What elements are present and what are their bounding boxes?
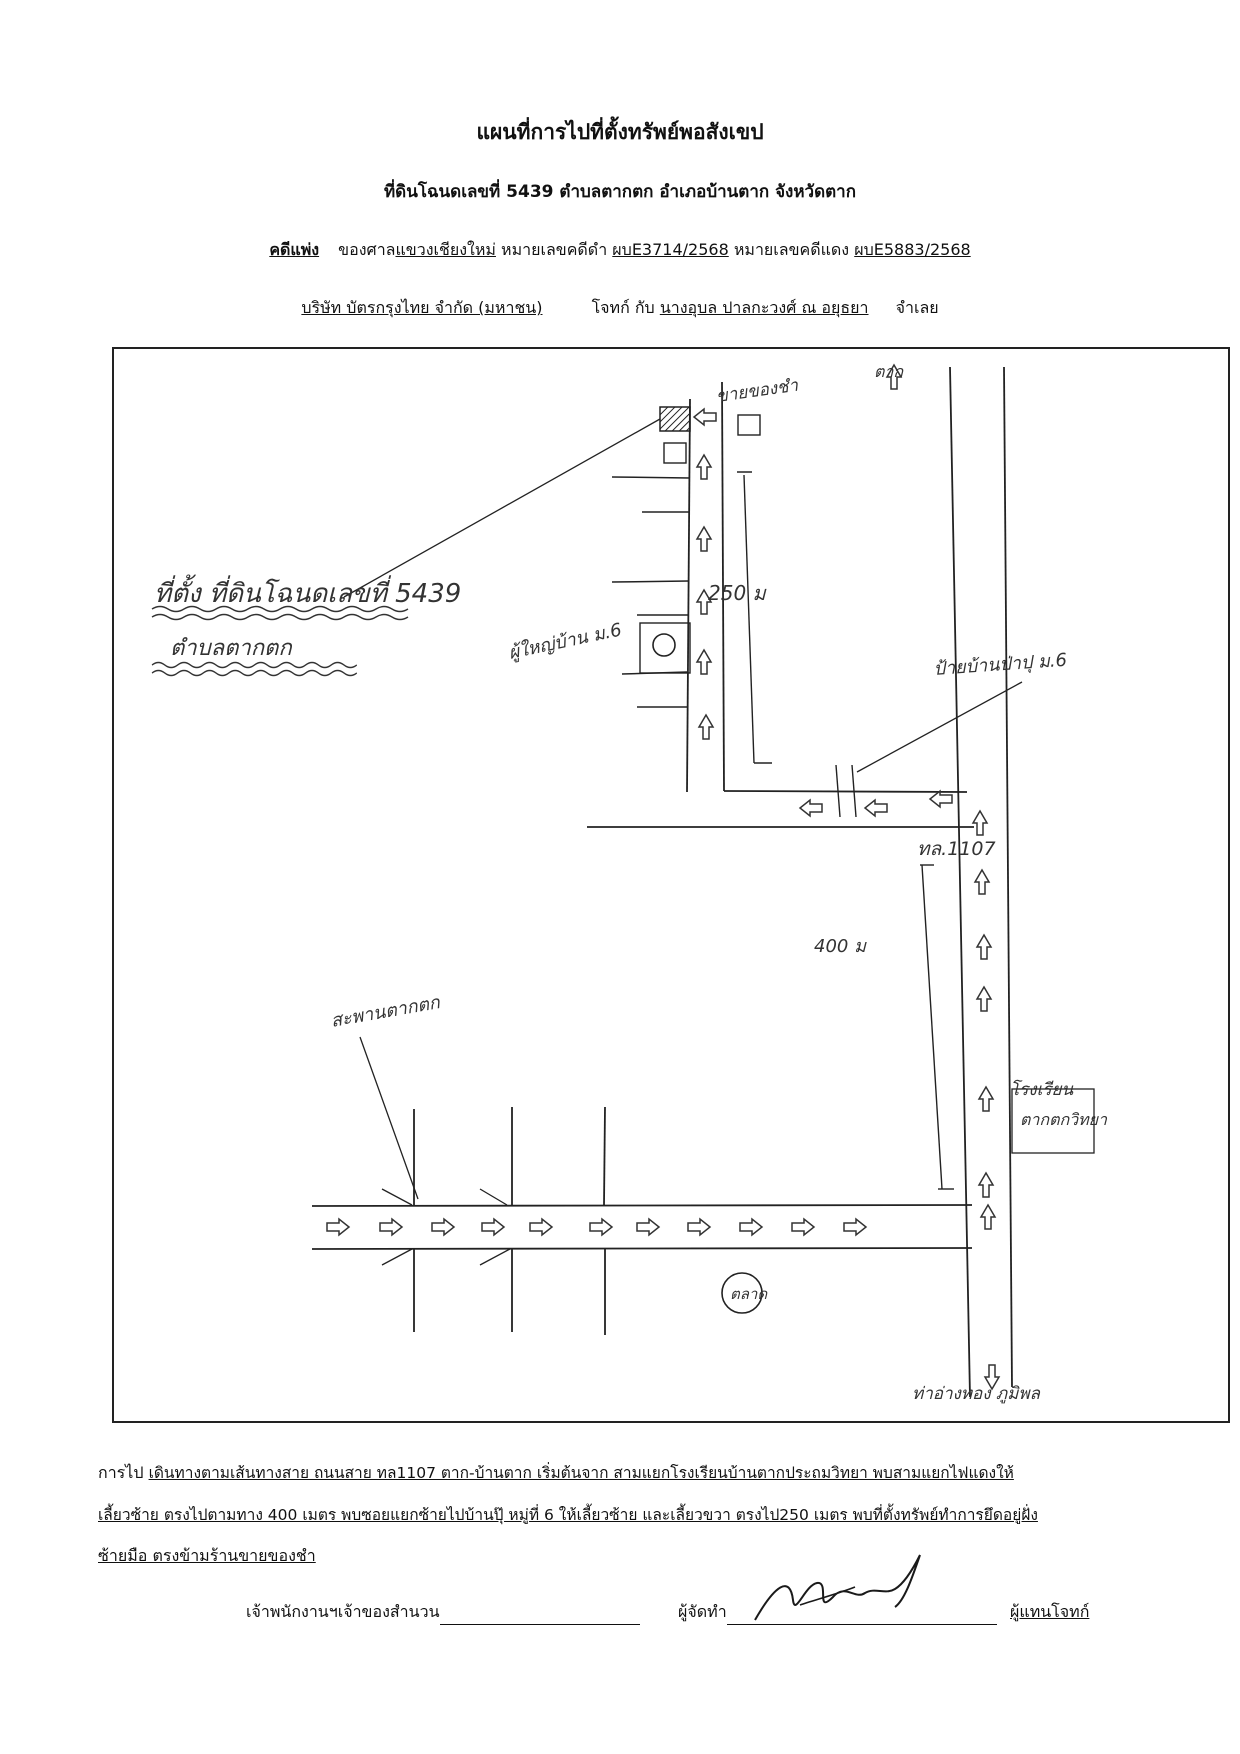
distance-400-label: 400 ม: [814, 936, 867, 957]
handwritten-signature: [754, 1554, 921, 1621]
parties-line: บริษัท บัตรกรุงไทย จำกัด (มหาชน) โจทก์ ก…: [0, 296, 1240, 321]
red-case-number: ผบE5883/2568: [854, 240, 971, 259]
headman-label: ผู้ใหญ่บ้าน ม.6: [506, 618, 623, 663]
market-label: ตลาด: [730, 1285, 768, 1303]
property-parcel: [659, 406, 691, 432]
distance-markers: [743, 474, 954, 1190]
lower-road: [311, 1106, 973, 1335]
black-case-label: หมายเลขคดีดำ: [501, 240, 608, 259]
plaintiff-label: โจทก์ กับ: [591, 298, 655, 317]
subdistrict-label: ตำบลตากตก: [170, 636, 293, 661]
defendant-label: จำเลย: [895, 298, 939, 317]
school-label-line1: โรงเรียน: [1010, 1079, 1073, 1100]
bridge-label: สะพานตากตก: [329, 992, 442, 1032]
headman-marker: [652, 633, 676, 657]
land-deed-subtitle: ที่ดินโฉนดเลขที่ 5439 ตำบลตากตก อำเภอบ้า…: [383, 182, 857, 202]
grocery-shop-square: [737, 414, 761, 436]
document-title: แผนที่การไปที่ตั้งทรัพย์พอสังเขป: [476, 120, 764, 144]
grocery-shop-label: ขายของชำ: [715, 376, 800, 407]
directions-line-3: ซ้ายมือ ตรงข้ามร้านขายของชำ: [98, 1546, 316, 1565]
headman-house: [639, 622, 691, 674]
court-prefix: ของศาล: [338, 240, 396, 259]
soi-road: [587, 381, 974, 828]
property-location-label: ที่ตั้ง ที่ดินโฉนดเลขที่ 5439: [154, 574, 461, 609]
village-sign-marks: [835, 764, 857, 818]
market-marker: [721, 1272, 763, 1314]
directions-label: การไป: [98, 1463, 144, 1482]
case-type: คดีแพ่ง: [269, 240, 320, 259]
lower-road-arrows: [326, 1218, 867, 1236]
ban-tak-direction-label: ท่าอ่างทอง ภูมิพล: [912, 1384, 1042, 1404]
preparer-signature-line: ผู้จัดทำ: [678, 1600, 997, 1625]
subdistrict-label-underline: [151, 661, 358, 669]
representative-label-wrap: ผู้แทนโจทก์: [1010, 1600, 1089, 1625]
case-line: คดีแพ่ง ของศาลแขวงเชียงใหม่ หมายเลขคดีดำ…: [0, 238, 1240, 263]
officer-label: เจ้าพนักงานฯเจ้าของสำนวน: [246, 1602, 440, 1621]
directions-line-2: เลี้ยวซ้าย ตรงไปตามทาง 400 เมตร พบซอยแยก…: [98, 1506, 1038, 1524]
court-name: แขวงเชียงใหม่: [395, 240, 496, 259]
school-box: [1011, 1088, 1095, 1154]
village-sign-leader-line: [856, 681, 1023, 773]
highway-1107: [949, 366, 1013, 1398]
highway-arrows: [886, 364, 996, 1230]
plaintiff-representative-label: ผู้แทนโจทก์: [1010, 1602, 1090, 1621]
plaintiff-name: บริษัท บัตรกรุงไทย จำกัด (มหาชน): [301, 298, 543, 317]
school-label-line2: ตากตกวิทยา: [1020, 1110, 1108, 1129]
defendant-name: นางอุบล ปาลกะวงศ์ ณ อยุธยา: [659, 298, 869, 317]
property-leader-line: [343, 418, 661, 598]
highway-number-label: ทล.1107: [917, 838, 996, 860]
bridge-marks: [359, 1036, 511, 1266]
subdistrict-label-underline-2: [151, 669, 358, 677]
distance-250-label: 250 ม: [708, 581, 768, 605]
property-label-underline-2: [151, 613, 409, 621]
map-frame: [112, 347, 1230, 1423]
officer-signature-line: เจ้าพนักงานฯเจ้าของสำนวน: [246, 1600, 640, 1625]
location-map: ที่ตั้ง ที่ดินโฉนดเลขที่ 5439 ตำบลตากตก …: [112, 347, 1230, 1423]
directions-line-1: เดินทางตามเส้นทางสาย ถนนสาย ทล1107 ตาก-บ…: [148, 1464, 1014, 1482]
black-case-number: ผบE3714/2568: [612, 240, 729, 259]
soi-arrows: [693, 408, 953, 817]
village-sign-label: ป้ายบ้านป่าปุ ม.6: [933, 650, 1068, 680]
preparer-label: ผู้จัดทำ: [678, 1602, 727, 1621]
red-case-label: หมายเลขคดีแดง: [733, 240, 850, 259]
house-square: [663, 442, 687, 464]
tak-direction-label: ตาก: [874, 362, 904, 381]
